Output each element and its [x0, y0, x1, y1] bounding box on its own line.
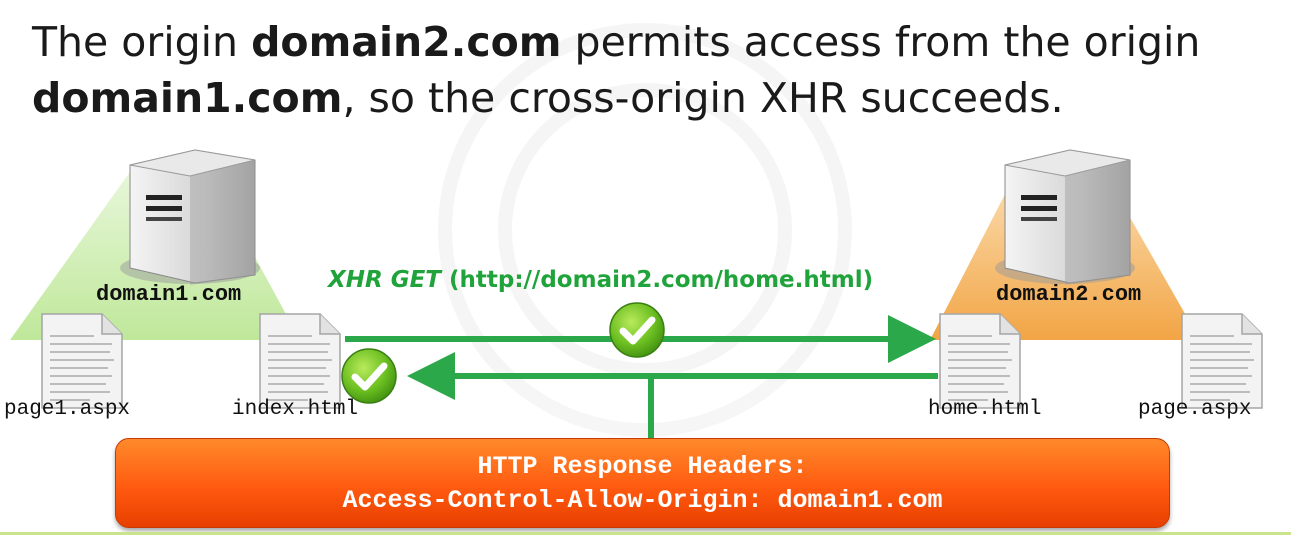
home-html-document-icon: [939, 313, 1021, 409]
bottom-divider: [0, 532, 1291, 535]
banner-line-1: HTTP Response Headers:: [477, 452, 808, 481]
title-text: , so the cross-origin XHR succeeds.: [342, 74, 1064, 122]
response-success-check-icon: [341, 348, 397, 404]
title-line-1: The origin domain2.com permits access fr…: [32, 14, 1200, 70]
title-line-2: domain1.com, so the cross-origin XHR suc…: [32, 70, 1200, 126]
file-label-home-html: home.html: [928, 398, 1042, 421]
xhr-request-label: XHR GET (http://domain2.com/home.html): [328, 267, 873, 293]
domain2-server-icon: [995, 149, 1135, 285]
title-text: The origin: [32, 18, 252, 66]
domain1-server-label: domain1.com: [96, 282, 242, 307]
xhr-url: (http://domain2.com/home.html): [449, 267, 874, 293]
watermark: [438, 23, 852, 437]
request-success-check-icon: [609, 302, 665, 358]
page-aspx-document-icon: [1181, 313, 1263, 409]
banner-line-2: Access-Control-Allow-Origin: domain1.com: [342, 486, 943, 515]
index-html-document-icon: [259, 313, 341, 409]
file-label-page-aspx: page.aspx: [1138, 398, 1252, 421]
domain2-server-label: domain2.com: [996, 282, 1142, 307]
slide-title: The origin domain2.com permits access fr…: [32, 14, 1200, 126]
xhr-method: XHR GET: [328, 267, 441, 293]
file-label-index-html: index.html: [232, 398, 359, 421]
title-origin-domain1: domain1.com: [32, 74, 343, 122]
domain1-server-icon: [120, 149, 260, 285]
http-response-headers-banner: HTTP Response Headers: Access-Control-Al…: [115, 438, 1170, 528]
title-origin-domain2: domain2.com: [251, 18, 562, 66]
file-label-page1-aspx: page1.aspx: [4, 398, 131, 421]
page1-aspx-document-icon: [41, 313, 123, 409]
title-text: permits access from the origin: [561, 18, 1201, 66]
